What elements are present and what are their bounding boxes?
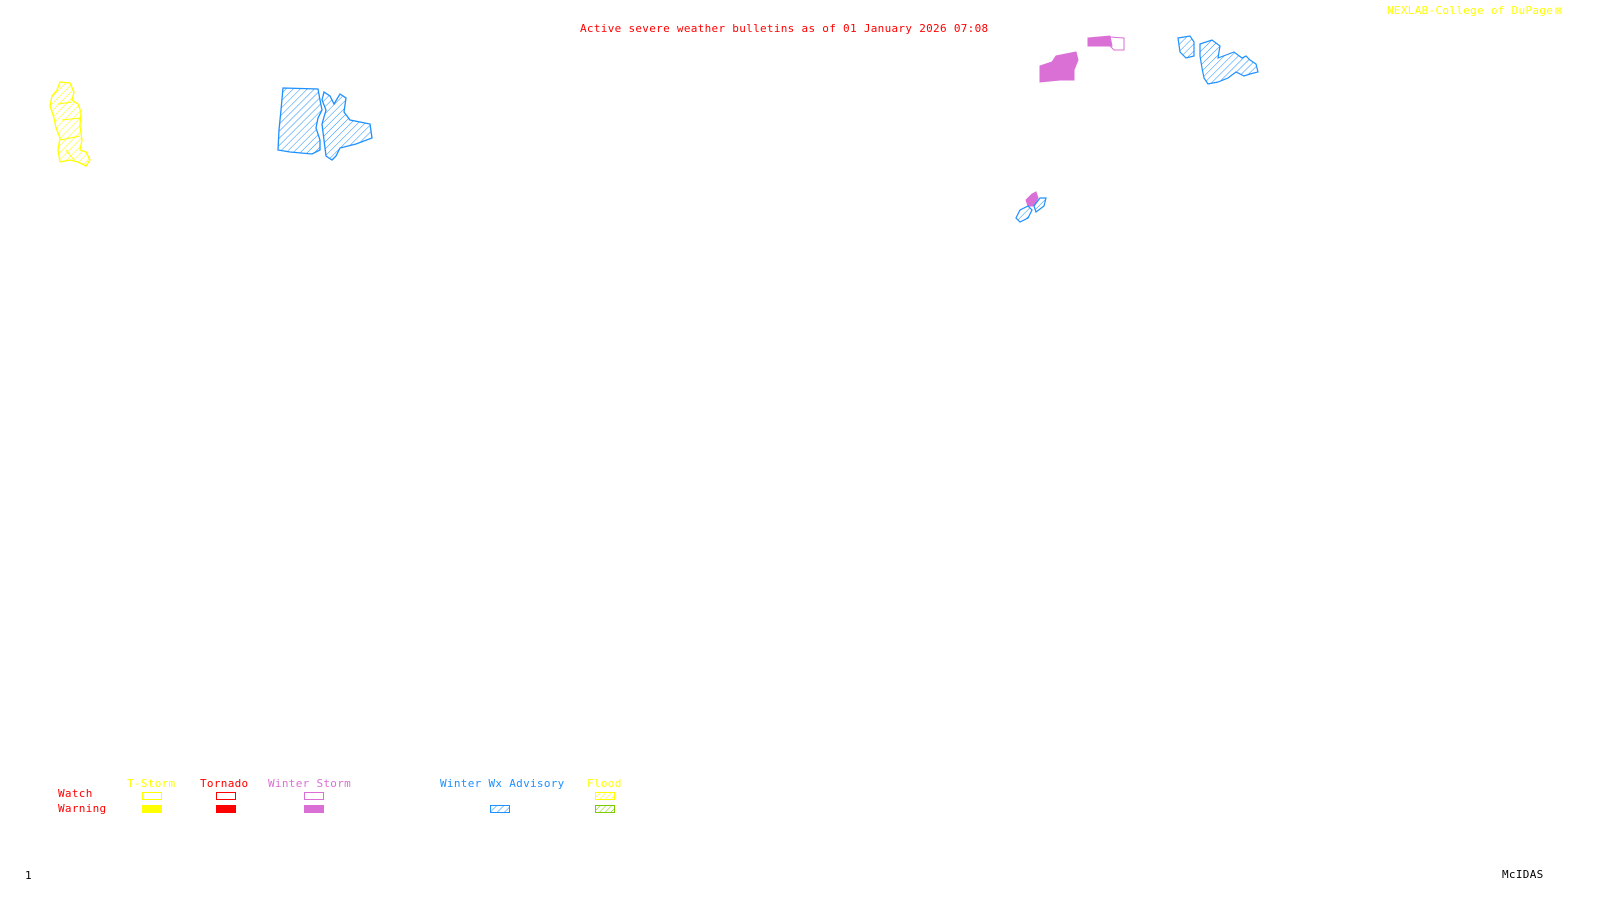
legend-tornado-warning-swatch [216,805,236,813]
legend-flood-watch-swatch [595,792,615,800]
alert-area-winter-storm-warning-ne[interactable] [1039,35,1113,83]
legend-winter-wx-advisory-swatch [490,805,510,813]
legend-label-winter-storm: Winter Storm [268,777,352,790]
legend-label-tornado: Tornado [200,777,249,790]
nexlab-logo-icon: ⊠ [1555,4,1562,17]
legend-winter-storm-warning-swatch [304,805,324,813]
credit-label: NEXLAB-College of DuPage [1387,4,1554,17]
alert-area-winter-advisory-midatl[interactable] [1015,197,1047,223]
legend-flood-warning-swatch [595,805,615,813]
legend-label-tstorm: T-Storm [127,777,176,790]
alert-area-winter-advisory-west[interactable] [277,87,373,161]
map-title: Active severe weather bulletins as of 01… [580,22,989,35]
legend-winter-storm-watch-swatch [304,792,324,800]
legend-row-label-watch: Watch [58,787,93,800]
software-label: McIDAS [1502,868,1544,881]
legend-label-flood: Flood [587,777,622,790]
legend-row-label-warning: Warning [58,802,107,815]
legend-tornado-watch-swatch [216,792,236,800]
alert-area-winter-advisory-new-england[interactable] [1177,35,1259,85]
frame-number: 1 [25,869,32,882]
legend-label-winter-wx-advisory: Winter Wx Advisory [440,777,565,790]
alert-area-winter-storm-watch-ne[interactable] [1109,36,1125,51]
legend-tstorm-warning-swatch [142,805,162,813]
alert-area-tstorm-watch[interactable] [49,81,91,167]
legend-tstorm-watch-swatch [142,792,162,800]
